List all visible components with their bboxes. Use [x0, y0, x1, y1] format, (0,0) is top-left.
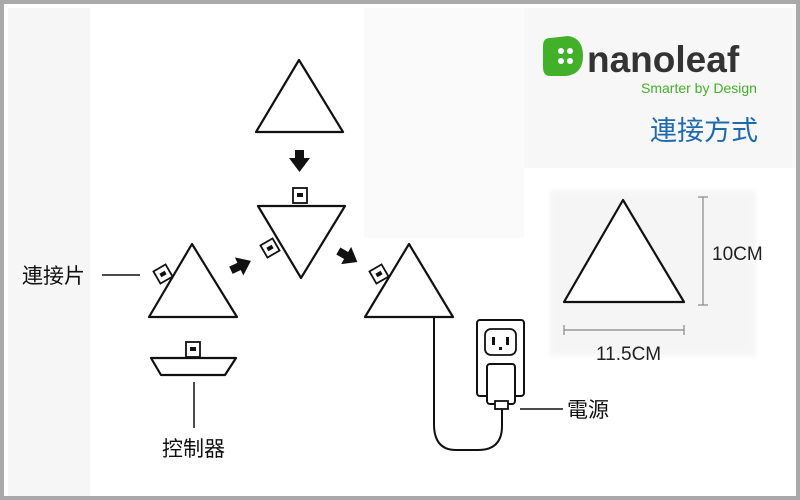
panel-left	[147, 242, 239, 319]
panel-right	[363, 242, 455, 319]
controller-label: 控制器	[162, 437, 225, 461]
power-cable	[433, 317, 503, 451]
assembly-diagram: nanoleaf Smarter by Design 連接方式	[8, 8, 796, 496]
connector-tab-icon	[368, 263, 390, 285]
power-label: 電源	[567, 398, 609, 422]
height-dimension-line	[698, 196, 708, 306]
linker-label: 連接片	[22, 264, 85, 288]
leaf-logo-icon	[543, 36, 583, 76]
width-dimension-line	[563, 325, 685, 335]
power-plug-icon	[486, 363, 516, 410]
page-title: 連接方式	[650, 116, 758, 147]
dimension-triangle	[562, 198, 686, 304]
panel-middle	[256, 187, 347, 280]
logo-wordmark: nanoleaf	[587, 39, 740, 80]
top-bg-panel	[364, 8, 524, 238]
arrow-down-icon	[289, 150, 310, 172]
connector-tab-icon	[259, 237, 281, 259]
nanoleaf-logo: nanoleaf Smarter by Design	[543, 36, 757, 96]
arrow-right-icon	[336, 246, 358, 265]
left-bg-panel	[8, 8, 90, 496]
arrow-right-icon	[229, 257, 251, 276]
width-label: 11.5CM	[596, 344, 661, 365]
height-label: 10CM	[712, 244, 763, 265]
connector-tab-icon	[152, 263, 174, 285]
logo-bg-panel	[524, 8, 796, 168]
connector-tab-icon	[292, 187, 308, 204]
panel-top	[254, 58, 345, 134]
controller-device	[149, 341, 238, 377]
logo-tagline: Smarter by Design	[641, 80, 757, 96]
